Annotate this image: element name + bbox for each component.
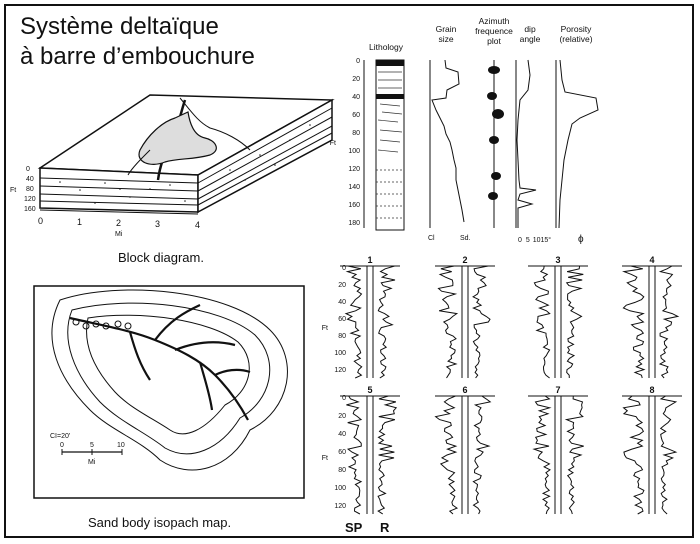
well-depth-tick: 80 (338, 333, 346, 340)
well-depth-tick: 120 (334, 367, 346, 374)
well-log-5: 5 (340, 385, 400, 514)
well-number: 7 (555, 385, 560, 395)
well-log-3: 3 (528, 255, 588, 378)
sp-curve (534, 266, 549, 378)
well-log-7: 7 (528, 385, 588, 514)
legend-r: R (380, 520, 390, 535)
well-depth-axis-top: Ft 0 20 40 60 80 100 120 (322, 265, 346, 374)
well-depth-tick: 100 (334, 485, 346, 492)
well-log-4: 4 (622, 255, 682, 378)
well-depth-tick: 100 (334, 350, 346, 357)
well-number: 5 (367, 385, 372, 395)
well-depth-tick: 20 (338, 413, 346, 420)
sp-curve (623, 266, 644, 378)
well-log-8: 8 (622, 385, 682, 514)
well-number: 4 (649, 255, 654, 265)
well-number: 3 (555, 255, 560, 265)
well-depth-tick: 60 (338, 449, 346, 456)
well-depth-tick: 20 (338, 282, 346, 289)
resistivity-curve (473, 396, 490, 514)
well-depth-tick: 40 (338, 431, 346, 438)
well-depth-axis-bottom: Ft 0 20 40 60 80 100 120 (322, 395, 346, 510)
well-depth-unit: Ft (322, 455, 328, 462)
resistivity-curve (661, 396, 676, 514)
well-depth-unit: Ft (322, 325, 328, 332)
well-depth-tick: 0 (342, 395, 346, 402)
resistivity-curve (660, 266, 678, 378)
well-depth-tick: 120 (334, 503, 346, 510)
sp-curve (439, 266, 457, 378)
well-number: 1 (367, 255, 372, 265)
well-number: 8 (649, 385, 654, 395)
legend-sp: SP (345, 520, 363, 535)
well-depth-tick: 60 (338, 316, 346, 323)
well-number: 2 (462, 255, 467, 265)
well-depth-tick: 0 (342, 265, 346, 272)
resistivity-curve (473, 266, 490, 378)
resistivity-curve (567, 266, 584, 378)
well-depth-tick: 80 (338, 467, 346, 474)
sp-curve (346, 266, 362, 378)
well-log-1: 1 (340, 255, 400, 378)
sp-curve (624, 396, 644, 514)
sp-curve (436, 396, 457, 514)
well-log-2: 2 (435, 255, 495, 378)
resistivity-curve (378, 396, 396, 514)
resistivity-curve (567, 396, 584, 514)
well-depth-tick: 40 (338, 299, 346, 306)
well-number: 6 (462, 385, 467, 395)
resistivity-curve (378, 266, 395, 378)
sp-curve (346, 396, 361, 514)
sp-curve (534, 396, 550, 514)
well-log-6: 6 (435, 385, 495, 514)
